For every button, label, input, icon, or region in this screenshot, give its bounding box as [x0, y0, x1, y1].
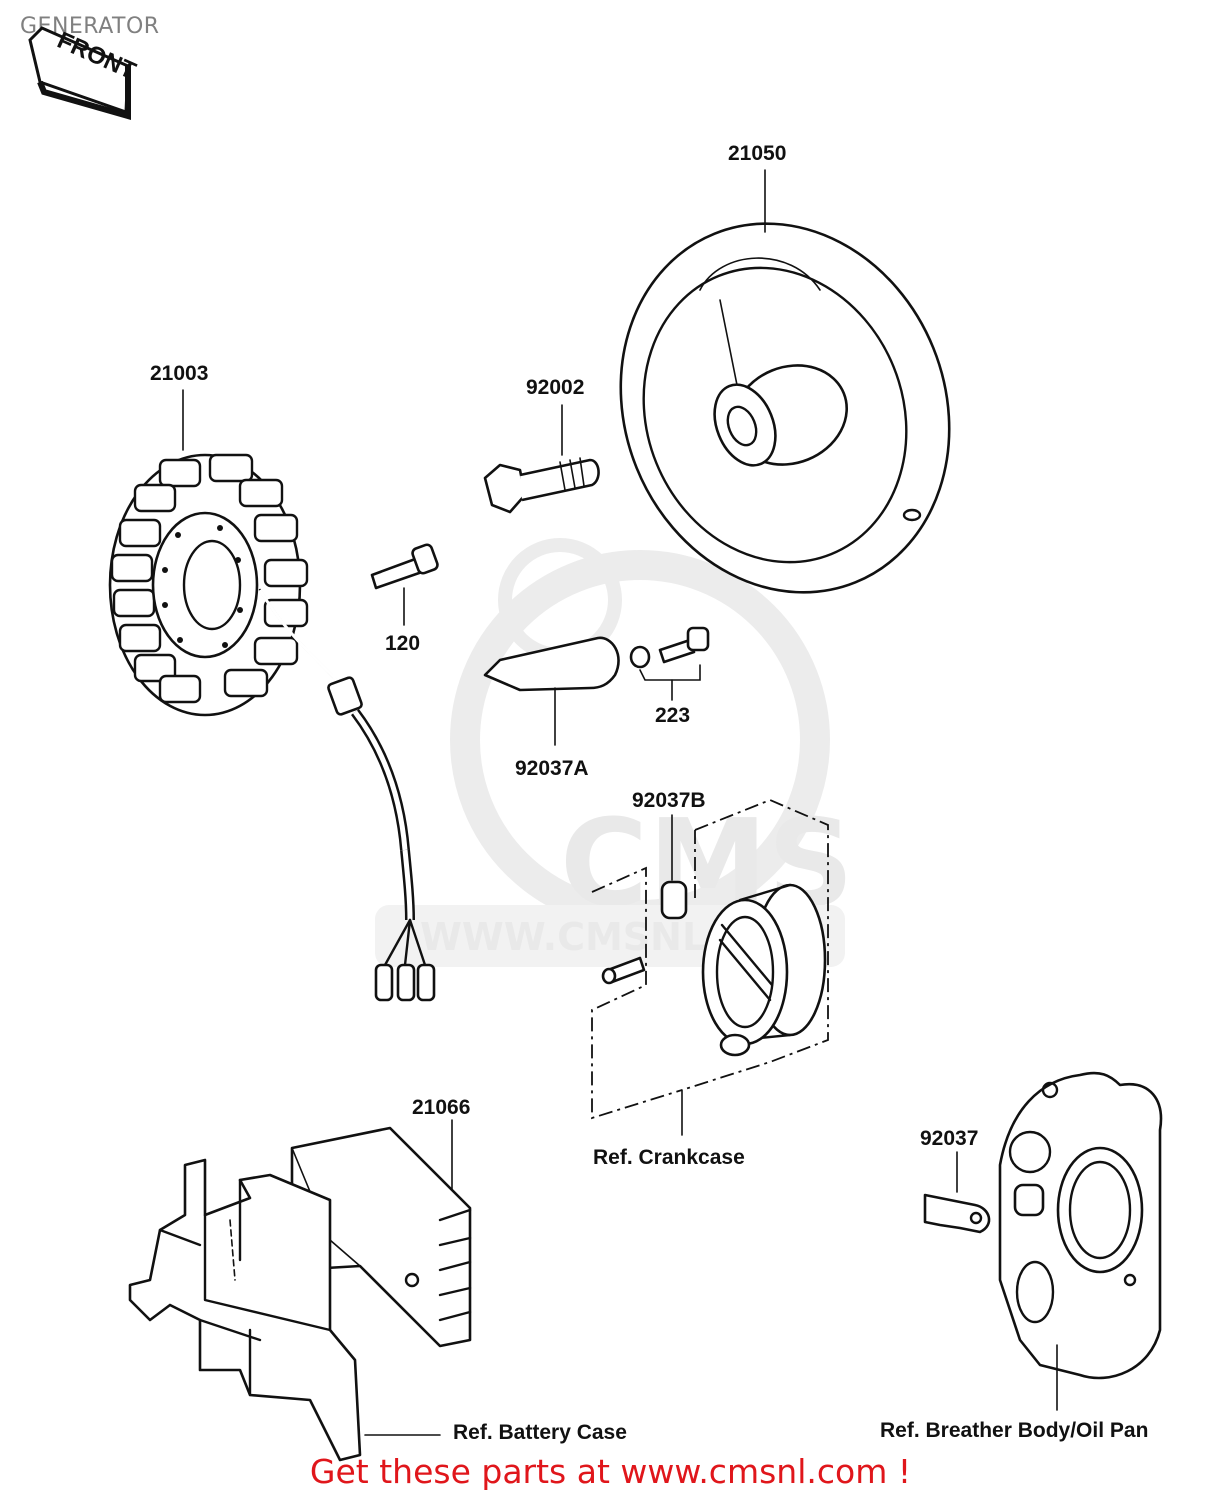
rotor-bolt: [483, 404, 600, 514]
plate-screw: [629, 626, 710, 701]
label-120: 120: [385, 632, 420, 655]
stator: [108, 389, 436, 1002]
label-223: 223: [655, 704, 690, 727]
label-ref-battery-case: Ref. Battery Case: [453, 1421, 627, 1444]
crankcase-reference: [591, 799, 829, 1136]
label-ref-crankcase: Ref. Crankcase: [593, 1146, 745, 1169]
label-21003: 21003: [150, 362, 208, 385]
label-21066: 21066: [412, 1096, 470, 1119]
clamp-plate: [483, 636, 620, 746]
front-arrow: FRONT: [28, 26, 140, 120]
label-21050: 21050: [728, 142, 786, 165]
breather-body: [923, 1071, 1163, 1411]
label-92037a: 92037A: [515, 757, 589, 780]
footer-link-text[interactable]: Get these parts at www.cmsnl.com !: [309, 1452, 912, 1491]
label-92002: 92002: [526, 376, 584, 399]
label-92037b: 92037B: [632, 789, 706, 812]
stator-screw: [370, 543, 439, 626]
rotor-flywheel: [619, 169, 951, 594]
label-92037: 92037: [920, 1127, 978, 1150]
battery-case-bracket: [128, 1158, 441, 1462]
label-ref-breather: Ref. Breather Body/Oil Pan: [880, 1419, 1148, 1442]
